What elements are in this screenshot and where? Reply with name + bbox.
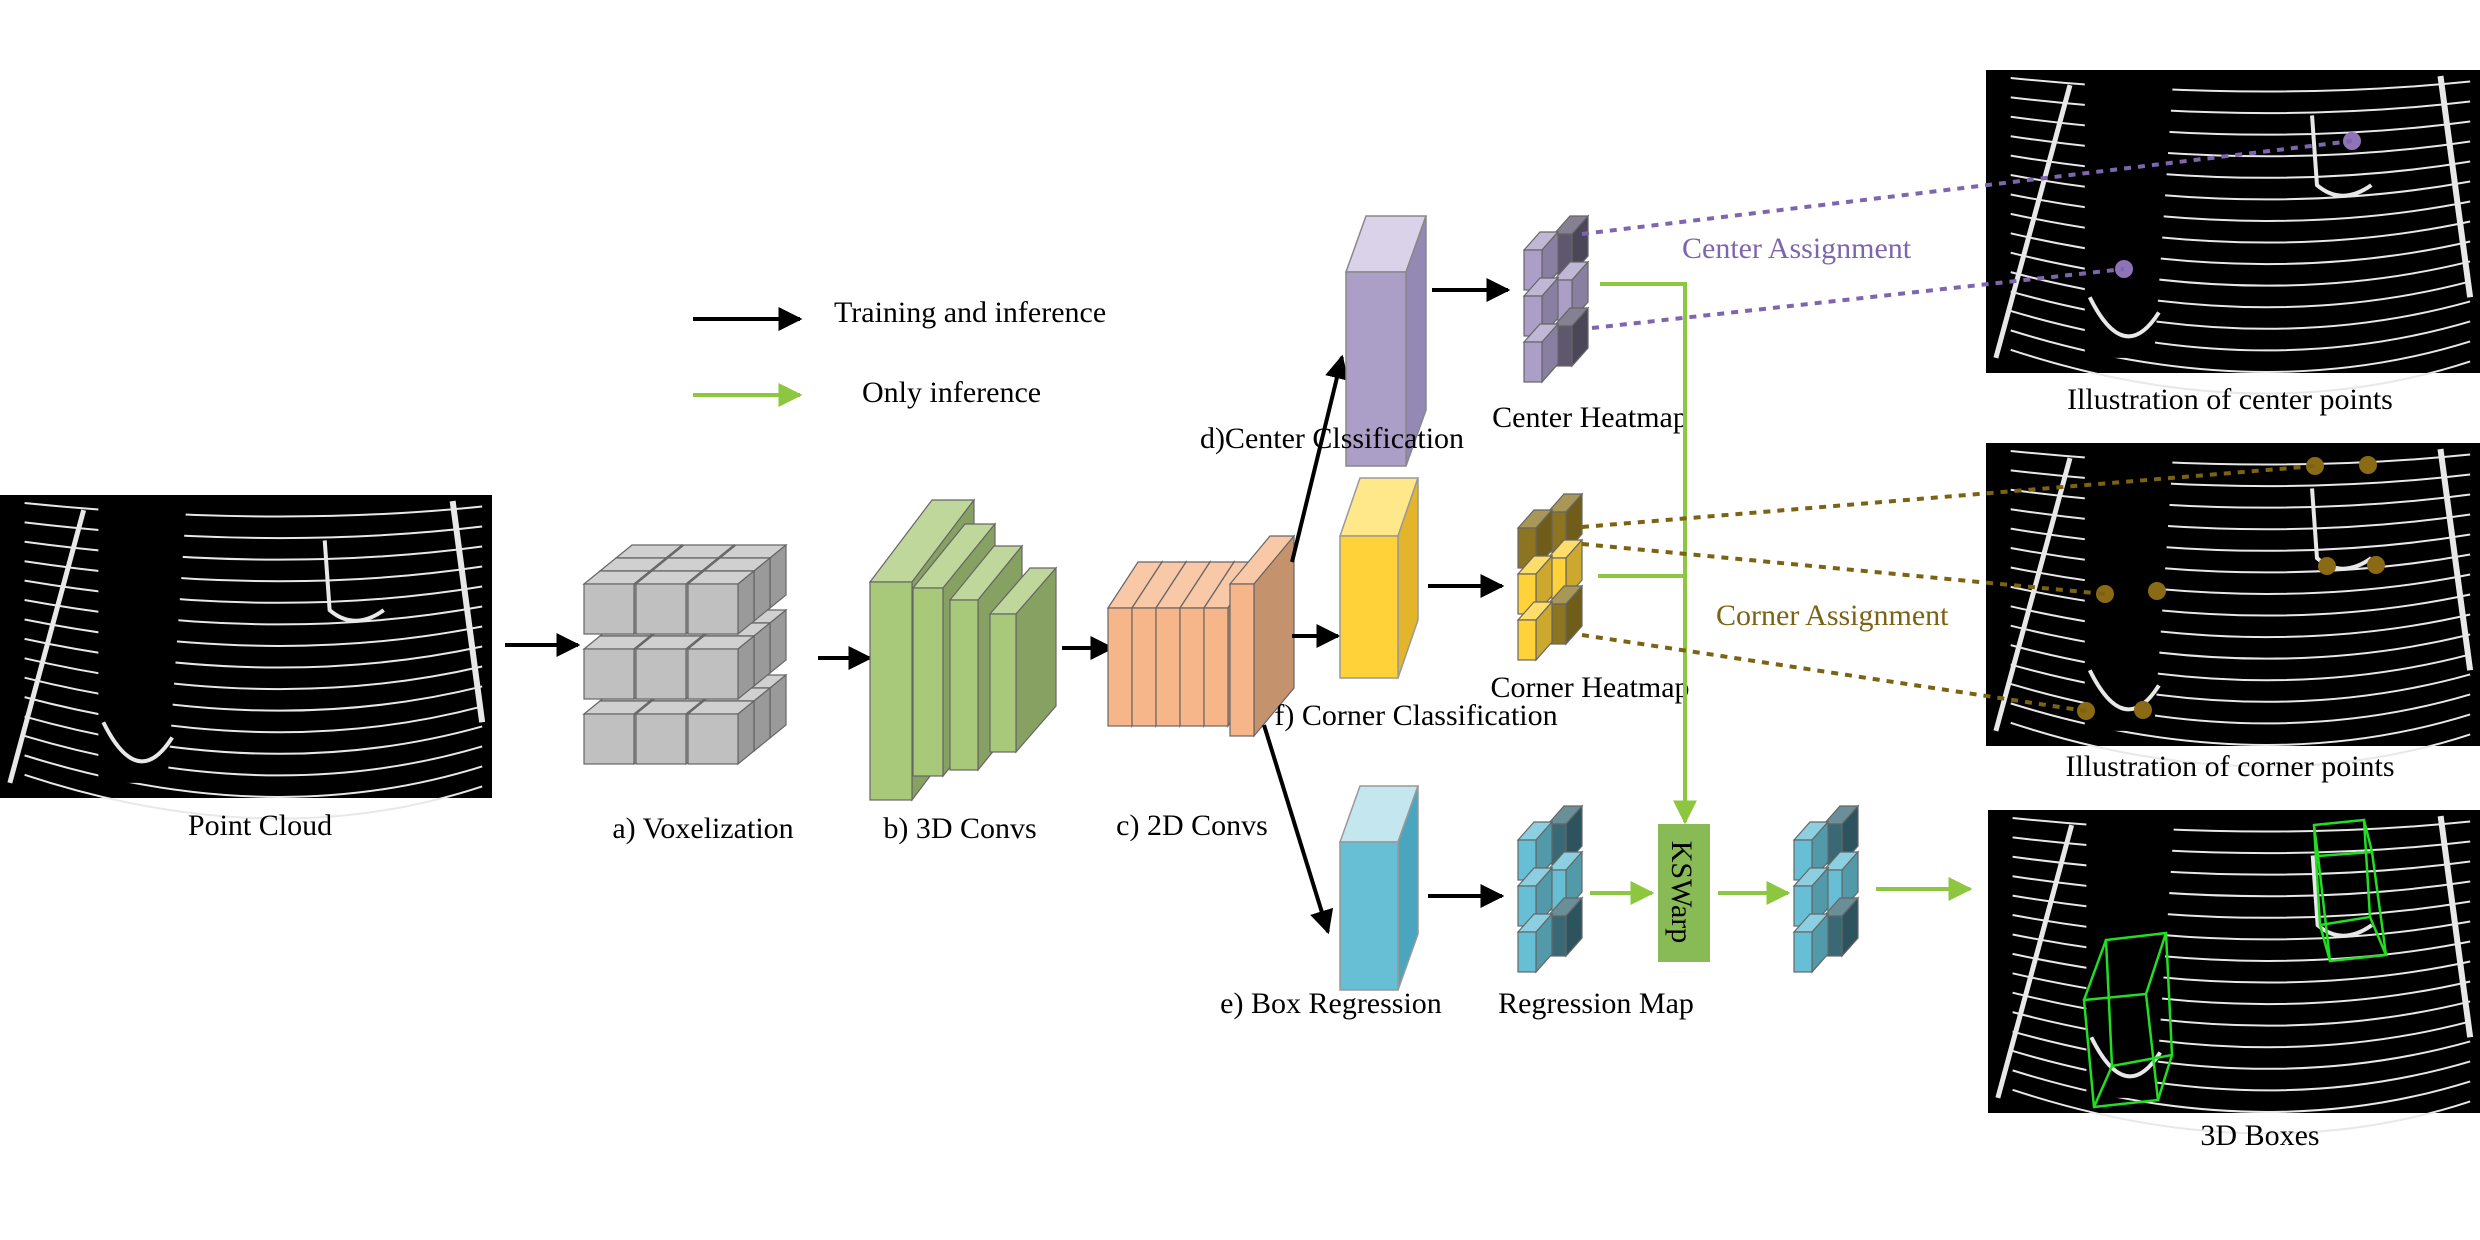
- regression-map-label: Regression Map: [1498, 987, 1694, 1020]
- box-reg-label: e) Box Regression: [1220, 987, 1442, 1020]
- kswarp-label: KSWarp: [1665, 841, 1698, 944]
- voxel-grid-icon: [582, 543, 788, 766]
- center-heatmap-icon: [1522, 214, 1590, 384]
- arrow-to-box-reg: [1262, 724, 1334, 935]
- center-points-image: [1986, 70, 2480, 395]
- corner-classification-block: [1338, 477, 1420, 679]
- arrow-center-heatmap-to-kswarp: [1600, 282, 1697, 825]
- center-cls-label: d)Center Clssification: [1200, 422, 1464, 455]
- center-classification-block: [1344, 215, 1428, 467]
- regression-map-icon: [1516, 804, 1584, 974]
- warped-output-icon: [1792, 804, 1860, 974]
- center-assignment-lines: [1581, 139, 2353, 330]
- corner-cls-label: f) Corner Classification: [1274, 699, 1557, 732]
- conv2d-block-icon: [1106, 534, 1296, 738]
- legend-infer-label: Only inference: [862, 376, 1041, 409]
- conv3d-label: b) 3D Convs: [883, 812, 1036, 845]
- conv3d-block-icon: [868, 498, 1058, 802]
- arrow-to-center-cls: [1290, 354, 1349, 563]
- corner-assignment-lines: [1581, 464, 2316, 713]
- legend-train-label: Training and inference: [834, 296, 1106, 329]
- corner-points-image: [1986, 443, 2480, 768]
- conv2d-label: c) 2D Convs: [1116, 809, 1268, 842]
- corner-heatmap-icon: [1516, 492, 1584, 662]
- point-cloud-label: Point Cloud: [188, 809, 332, 842]
- center-assignment-label: Center Assignment: [1682, 232, 1912, 265]
- voxelization-label: a) Voxelization: [612, 812, 793, 845]
- center-heatmap-label: Center Heatmap: [1492, 401, 1688, 434]
- 3d-boxes-image: [1988, 810, 2480, 1135]
- box-regression-block: [1338, 785, 1420, 991]
- legend: Training and inference Only inference: [693, 296, 1106, 409]
- corner-assignment-label: Corner Assignment: [1716, 599, 1949, 632]
- illus-corner-label: Illustration of corner points: [2065, 750, 2394, 783]
- point-cloud-image: [0, 495, 492, 820]
- kswarp-block: KSWarp: [1658, 824, 1710, 962]
- 3d-boxes-label: 3D Boxes: [2200, 1119, 2319, 1152]
- corner-heatmap-label: Corner Heatmap: [1490, 671, 1689, 704]
- illus-center-label: Illustration of center points: [2067, 383, 2393, 416]
